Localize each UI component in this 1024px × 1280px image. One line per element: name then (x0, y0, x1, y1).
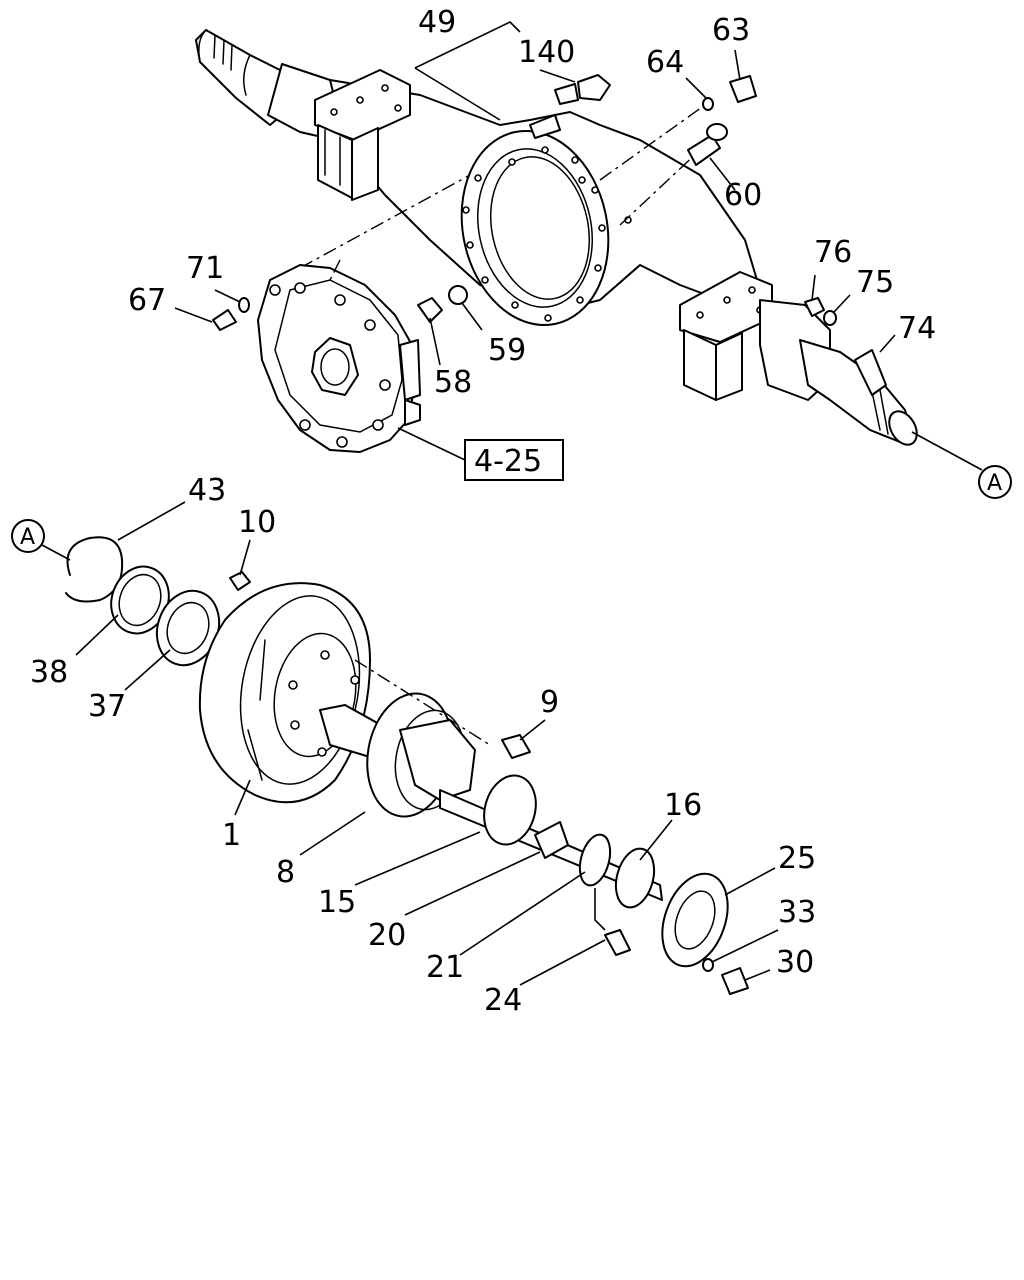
bolt-30 (721, 967, 749, 995)
label-8: 8 (276, 855, 295, 890)
reference-box-label: 4-25 (474, 444, 542, 479)
spacer-20 (534, 821, 569, 859)
label-21: 21 (426, 950, 464, 985)
cover-25 (661, 872, 729, 968)
brake-drum-1 (198, 582, 371, 804)
snap-ring-43 (65, 536, 124, 603)
part-58-plug (417, 297, 443, 323)
connector-a-right: A (978, 465, 1012, 499)
label-9: 9 (540, 685, 559, 720)
label-1: 1 (222, 818, 241, 853)
label-30: 30 (776, 945, 814, 980)
leader-lines (41, 21, 983, 986)
connector-a-left-label: A (20, 525, 35, 550)
label-49: 49 (418, 5, 456, 40)
label-60: 60 (724, 178, 762, 213)
label-71: 71 (186, 251, 224, 286)
part-74-bolt (854, 349, 887, 396)
axle-housing (195, 29, 918, 446)
bearing-15 (483, 774, 537, 846)
label-74: 74 (898, 311, 936, 346)
label-43: 43 (188, 473, 226, 508)
label-20: 20 (368, 918, 406, 953)
label-33: 33 (778, 895, 816, 930)
label-58: 58 (434, 365, 472, 400)
part-67-bolt (212, 309, 237, 331)
label-25: 25 (778, 841, 816, 876)
nut-10 (229, 571, 251, 591)
label-67: 67 (128, 283, 166, 318)
label-64: 64 (646, 45, 684, 80)
label-16: 16 (664, 788, 702, 823)
part-numbers: 49 140 63 64 60 71 67 58 59 76 75 74 43 … (30, 5, 936, 1018)
part-140-fitting (554, 74, 611, 105)
oil-seal-38 (110, 565, 170, 635)
differential-carrier (257, 264, 421, 453)
label-63: 63 (712, 13, 750, 48)
label-76: 76 (814, 235, 852, 270)
label-15: 15 (318, 885, 356, 920)
part-76-nut (804, 297, 825, 317)
bolt-9 (501, 734, 531, 759)
label-24: 24 (484, 983, 522, 1018)
part-60-breather (687, 123, 728, 166)
hub-8 (366, 692, 476, 818)
screw-24 (604, 929, 631, 956)
seal-16 (614, 847, 656, 909)
washer-21 (578, 833, 612, 887)
part-71-washer (238, 297, 250, 313)
label-38: 38 (30, 655, 68, 690)
part-75-washer (823, 310, 837, 326)
part-63-bolt (729, 75, 757, 103)
label-59: 59 (488, 333, 526, 368)
washer-33 (702, 958, 714, 972)
connector-a-left: A (11, 519, 45, 553)
label-75: 75 (856, 265, 894, 300)
connector-a-right-label: A (987, 471, 1002, 496)
reference-box-4-25: 4-25 (464, 439, 564, 481)
part-59-gasket (448, 285, 468, 305)
label-10: 10 (238, 505, 276, 540)
label-37: 37 (88, 689, 126, 724)
label-140: 140 (518, 35, 575, 70)
part-64-washer (702, 97, 714, 111)
